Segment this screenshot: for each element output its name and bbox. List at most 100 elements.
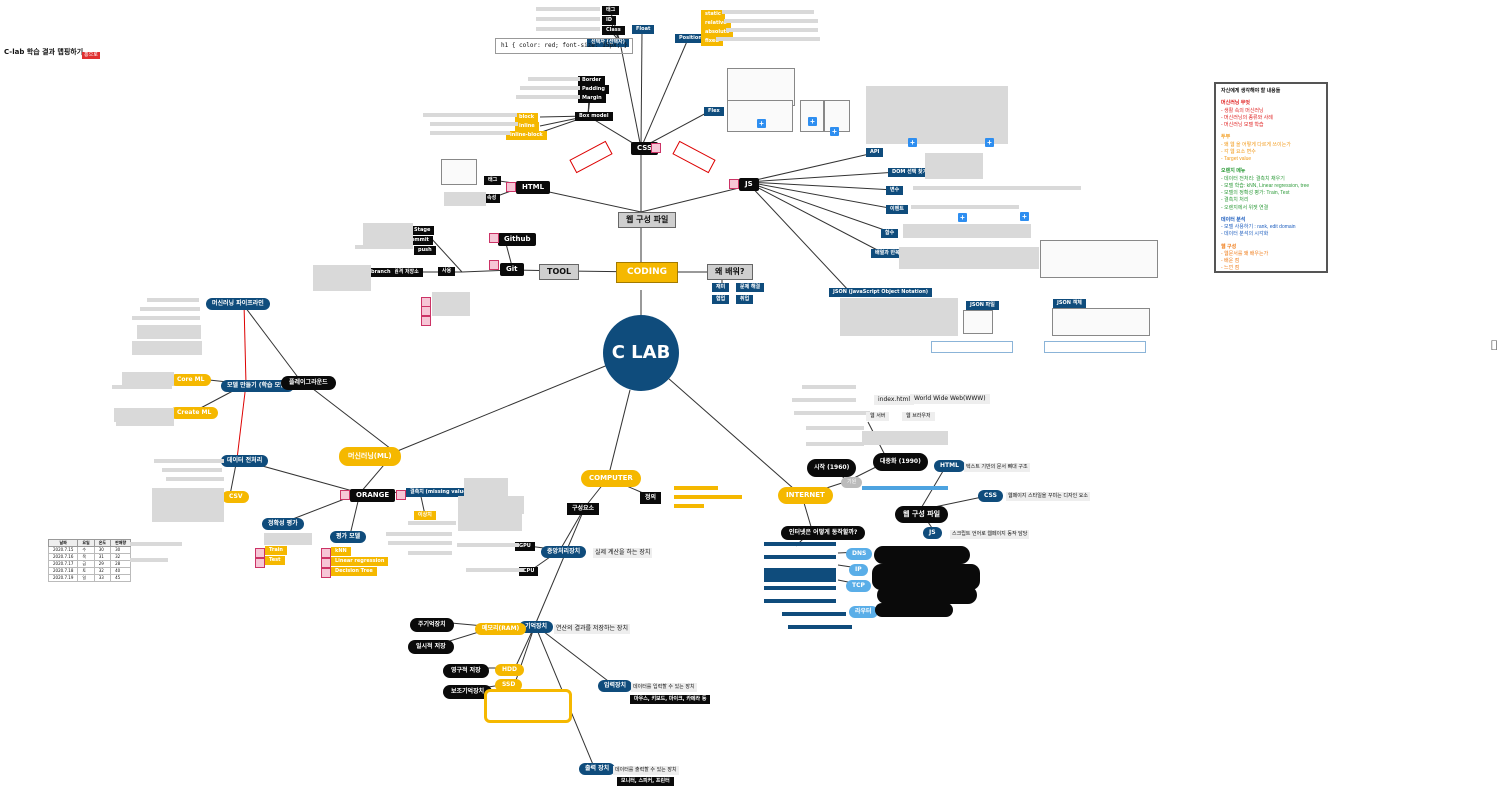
node-js[interactable]: JS	[739, 178, 759, 191]
net-server[interactable]: 웹 서버	[866, 412, 890, 421]
net-tcp[interactable]: TCP	[846, 580, 871, 592]
comp-main-mem[interactable]: 주기억장치	[410, 618, 454, 632]
html-attr[interactable]: 속성	[483, 194, 501, 203]
js-event[interactable]: 이벤트	[886, 205, 908, 214]
js-array[interactable]: 배열과 반복문	[871, 249, 909, 258]
link-icon[interactable]	[421, 306, 431, 316]
tool-git[interactable]: Git	[500, 263, 524, 276]
css-padding[interactable]: Padding	[578, 85, 609, 94]
comp-cpu[interactable]: CPU	[519, 567, 539, 576]
css-tag[interactable]: 태그	[602, 6, 620, 15]
ml-knn[interactable]: kNN	[331, 547, 351, 556]
net-step[interactable]	[788, 625, 852, 629]
link-icon[interactable]	[255, 548, 265, 558]
ml-playground[interactable]: 플레이그라운드	[281, 376, 336, 390]
add-icon[interactable]: +	[757, 119, 766, 128]
add-icon[interactable]: +	[958, 213, 967, 222]
ml-split[interactable]: 평가 모델	[330, 531, 367, 543]
ml-linreg[interactable]: Linear regression	[331, 557, 389, 566]
net-html[interactable]: HTML	[934, 460, 965, 472]
net-css[interactable]: CSS	[978, 490, 1003, 502]
add-icon[interactable]: +	[808, 117, 817, 126]
css-position[interactable]: Position	[675, 34, 706, 43]
ml-orange[interactable]: ORANGE	[350, 489, 396, 502]
js-variable[interactable]: 변수	[886, 186, 904, 195]
tool-usage[interactable]: 사용	[438, 267, 456, 276]
ml-model[interactable]: 모델 만들기 (학습 모델)	[221, 380, 295, 392]
net-browser[interactable]: 웹 브라우저	[902, 412, 935, 421]
js-function[interactable]: 함수	[881, 229, 899, 238]
net-step[interactable]	[764, 568, 836, 582]
position-fixed[interactable]: fixed	[701, 37, 723, 46]
link-icon[interactable]	[321, 568, 331, 578]
link-icon[interactable]	[340, 490, 350, 500]
why-job[interactable]: 취업	[736, 295, 754, 304]
why-fun[interactable]: 재미	[712, 283, 730, 292]
ml-eval[interactable]: 정확성 평가	[262, 518, 304, 530]
comp-ssd[interactable]: SSD	[495, 679, 523, 691]
net-history[interactable]: 기원	[841, 477, 863, 488]
css-border[interactable]: Border	[578, 76, 606, 85]
ml-coreml[interactable]: Core ML	[170, 374, 212, 386]
hub-web-files[interactable]: 웹 구성 파일	[618, 212, 677, 228]
net-dns[interactable]: DNS	[846, 548, 873, 560]
comp-gpu[interactable]: GPU	[515, 542, 535, 551]
css-float[interactable]: Float	[632, 25, 655, 34]
js-json[interactable]: JSON (JavaScript Object Notation)	[829, 288, 933, 297]
title-tag[interactable]: 홍으로	[82, 52, 100, 59]
tool-branch[interactable]: branch	[367, 268, 395, 277]
position-relative[interactable]: relative	[701, 19, 731, 28]
add-icon[interactable]: +	[830, 127, 839, 136]
net-start[interactable]: 시작 (1960)	[807, 459, 857, 477]
comp-hdd[interactable]: HDD	[495, 664, 524, 676]
css-flex[interactable]: Flex	[704, 107, 724, 116]
hub-tool[interactable]: TOOL	[539, 264, 580, 280]
center-node[interactable]: C LAB	[603, 315, 679, 391]
hub-internet[interactable]: INTERNET	[778, 487, 833, 504]
position-static[interactable]: static	[701, 10, 725, 19]
net-how[interactable]: 인터넷은 어떻게 동작할까?	[781, 526, 866, 540]
comp-aux-mem[interactable]: 보조기억장치	[443, 685, 493, 699]
why-solve[interactable]: 문제 해결	[736, 283, 765, 292]
net-mass[interactable]: 대중화 (1990)	[873, 453, 928, 471]
comp-parts[interactable]: 구성요소	[567, 503, 600, 515]
hub-coding[interactable]: CODING	[616, 262, 678, 283]
why-collab[interactable]: 협업	[712, 295, 730, 304]
comp-memory-unit[interactable]: 기억장치	[519, 621, 554, 633]
net-ip[interactable]: IP	[849, 564, 868, 576]
ml-train[interactable]: Train	[265, 546, 287, 555]
add-icon[interactable]: +	[985, 138, 994, 147]
comp-perm-store[interactable]: 영구적 저장	[443, 664, 489, 678]
ml-tree[interactable]: Decision Tree	[331, 567, 377, 576]
net-step[interactable]	[764, 555, 836, 559]
link-icon[interactable]	[396, 490, 406, 500]
js-json-file[interactable]: JSON 파일	[966, 301, 999, 310]
link-icon[interactable]	[321, 558, 331, 568]
net-www[interactable]: World Wide Web(WWW)	[910, 394, 990, 404]
html-tag[interactable]: 태그	[484, 176, 502, 185]
hub-computer[interactable]: COMPUTER	[581, 470, 641, 487]
js-json-object[interactable]: JSON 객체	[1053, 299, 1086, 308]
net-web-files[interactable]: 웹 구성 파일	[895, 506, 949, 523]
link-icon[interactable]	[489, 260, 499, 270]
js-dom[interactable]: DOM 선택 찾기	[888, 168, 932, 177]
net-step[interactable]	[782, 612, 846, 616]
ml-createml[interactable]: Create ML	[170, 407, 219, 419]
hub-ml[interactable]: 머신러닝(ML)	[339, 447, 401, 466]
ml-data[interactable]: 데이터 전처리	[221, 455, 269, 467]
link-icon[interactable]	[321, 548, 331, 558]
tool-github[interactable]: Github	[498, 233, 537, 246]
css-block[interactable]: block	[515, 113, 539, 122]
comp-temp-store[interactable]: 일시적 저장	[408, 640, 454, 654]
net-index[interactable]: index.html	[874, 395, 914, 405]
comp-input[interactable]: 입력장치	[598, 680, 633, 692]
comp-cpu-unit[interactable]: 중앙처리장치	[541, 546, 587, 558]
ml-csv[interactable]: CSV	[222, 491, 250, 503]
tool-push[interactable]: push	[414, 246, 436, 255]
net-step[interactable]	[764, 542, 836, 546]
comp-def[interactable]: 정의	[640, 492, 662, 504]
css-id[interactable]: ID	[602, 16, 617, 25]
link-icon[interactable]	[729, 179, 739, 189]
js-api[interactable]: API	[866, 148, 884, 157]
css-box-model[interactable]: Box model	[575, 112, 613, 121]
